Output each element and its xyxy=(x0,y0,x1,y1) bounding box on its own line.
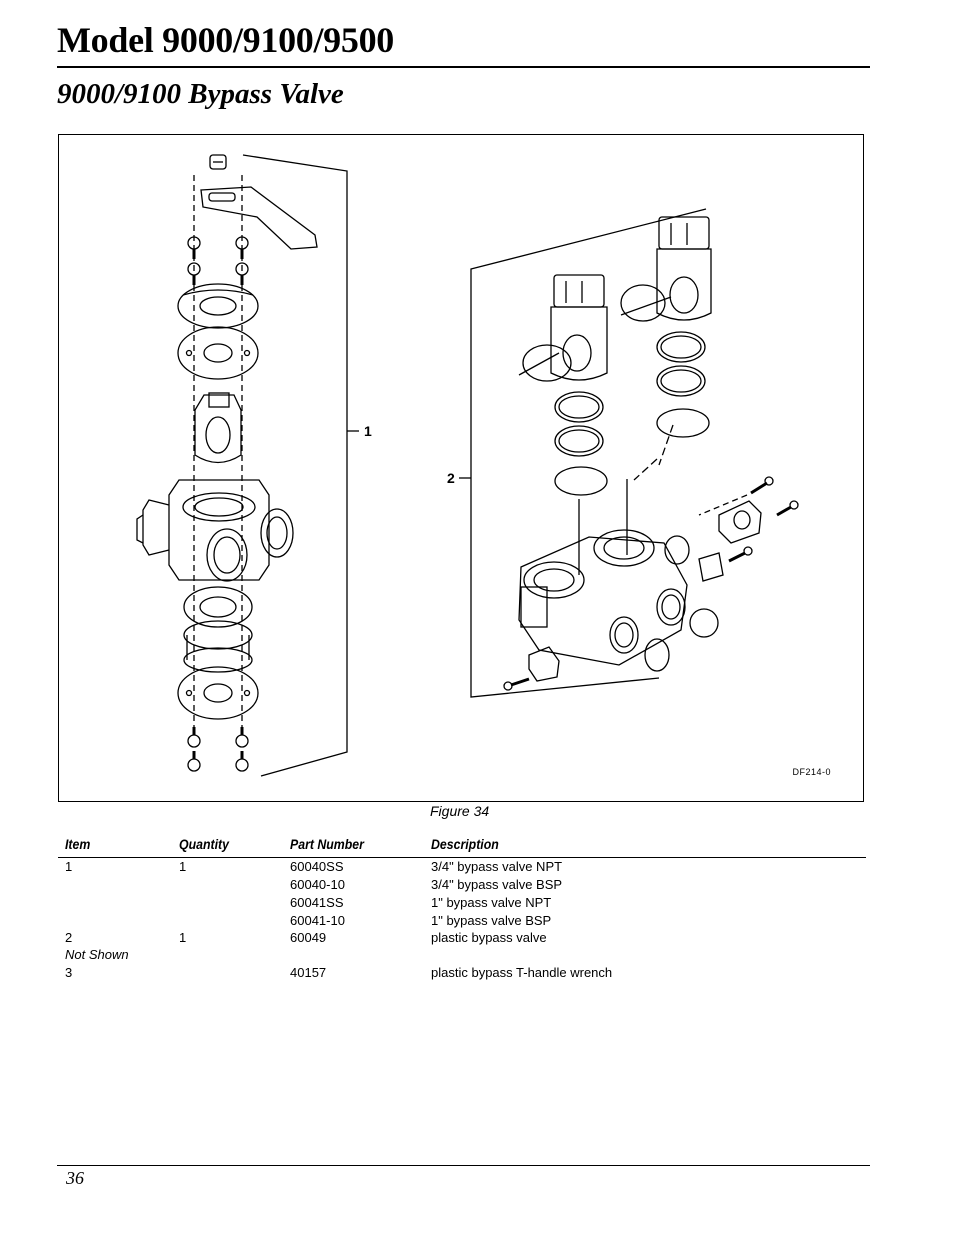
cell-quantity: 1 xyxy=(179,930,187,945)
figure-caption: Figure 34 xyxy=(430,803,490,819)
figure-code: DF214-0 xyxy=(792,767,831,777)
header-part-number: Part Number xyxy=(290,836,364,852)
table-row: 60040-10 3/4" bypass valve BSP xyxy=(58,876,866,894)
cell-item-note: Not Shown xyxy=(65,947,129,962)
header-item: Item xyxy=(65,836,91,852)
callout-2: 2 xyxy=(447,470,455,486)
table-row: Not Shown xyxy=(58,946,866,964)
cell-description: plastic bypass valve xyxy=(431,930,547,945)
cell-item: 2 xyxy=(65,930,73,945)
plastic-bypass-valve-drawing xyxy=(459,208,799,698)
cell-part-number: 60040-10 xyxy=(290,877,345,892)
cell-description: 3/4" bypass valve BSP xyxy=(431,877,563,892)
cell-description: plastic bypass T-handle wrench xyxy=(431,965,613,980)
table-row: 1 1 60040SS 3/4" bypass valve NPT xyxy=(58,858,866,876)
header-quantity: Quantity xyxy=(179,836,229,852)
cell-item: 1 xyxy=(65,859,73,874)
section-title: 9000/9100 Bypass Valve xyxy=(57,78,344,110)
figure-34-exploded-view: 1 2 DF214-0 xyxy=(58,134,864,802)
cell-part-number: 60041-10 xyxy=(290,913,345,928)
cell-part-number: 60049 xyxy=(290,930,327,945)
cell-item: 3 xyxy=(65,965,73,980)
header-rule xyxy=(57,66,870,68)
parts-table-header: Item Quantity Part Number Description xyxy=(58,835,866,858)
footer-rule xyxy=(57,1165,870,1166)
cell-quantity: 1 xyxy=(179,859,187,874)
page-title: Model 9000/9100/9500 xyxy=(57,20,394,60)
page-number: 36 xyxy=(66,1168,84,1188)
cell-description: 3/4" bypass valve NPT xyxy=(431,859,563,874)
table-row: 3 40157 plastic bypass T-handle wrench xyxy=(58,964,866,982)
cell-description: 1" bypass valve NPT xyxy=(431,895,552,910)
cell-part-number: 40157 xyxy=(290,965,327,980)
cell-description: 1" bypass valve BSP xyxy=(431,913,552,928)
callout-1: 1 xyxy=(364,423,372,439)
cell-part-number: 60041SS xyxy=(290,895,344,910)
parts-table-body: 1 1 60040SS 3/4" bypass valve NPT 60040-… xyxy=(58,858,866,982)
header-description: Description xyxy=(431,836,499,852)
table-row: 60041SS 1" bypass valve NPT xyxy=(58,894,866,912)
cell-part-number: 60040SS xyxy=(290,859,344,874)
table-row: 60041-10 1" bypass valve BSP xyxy=(58,912,866,930)
table-row: 2 1 60049 plastic bypass valve xyxy=(58,930,866,946)
bypass-valve-assembly-drawing xyxy=(136,154,359,777)
